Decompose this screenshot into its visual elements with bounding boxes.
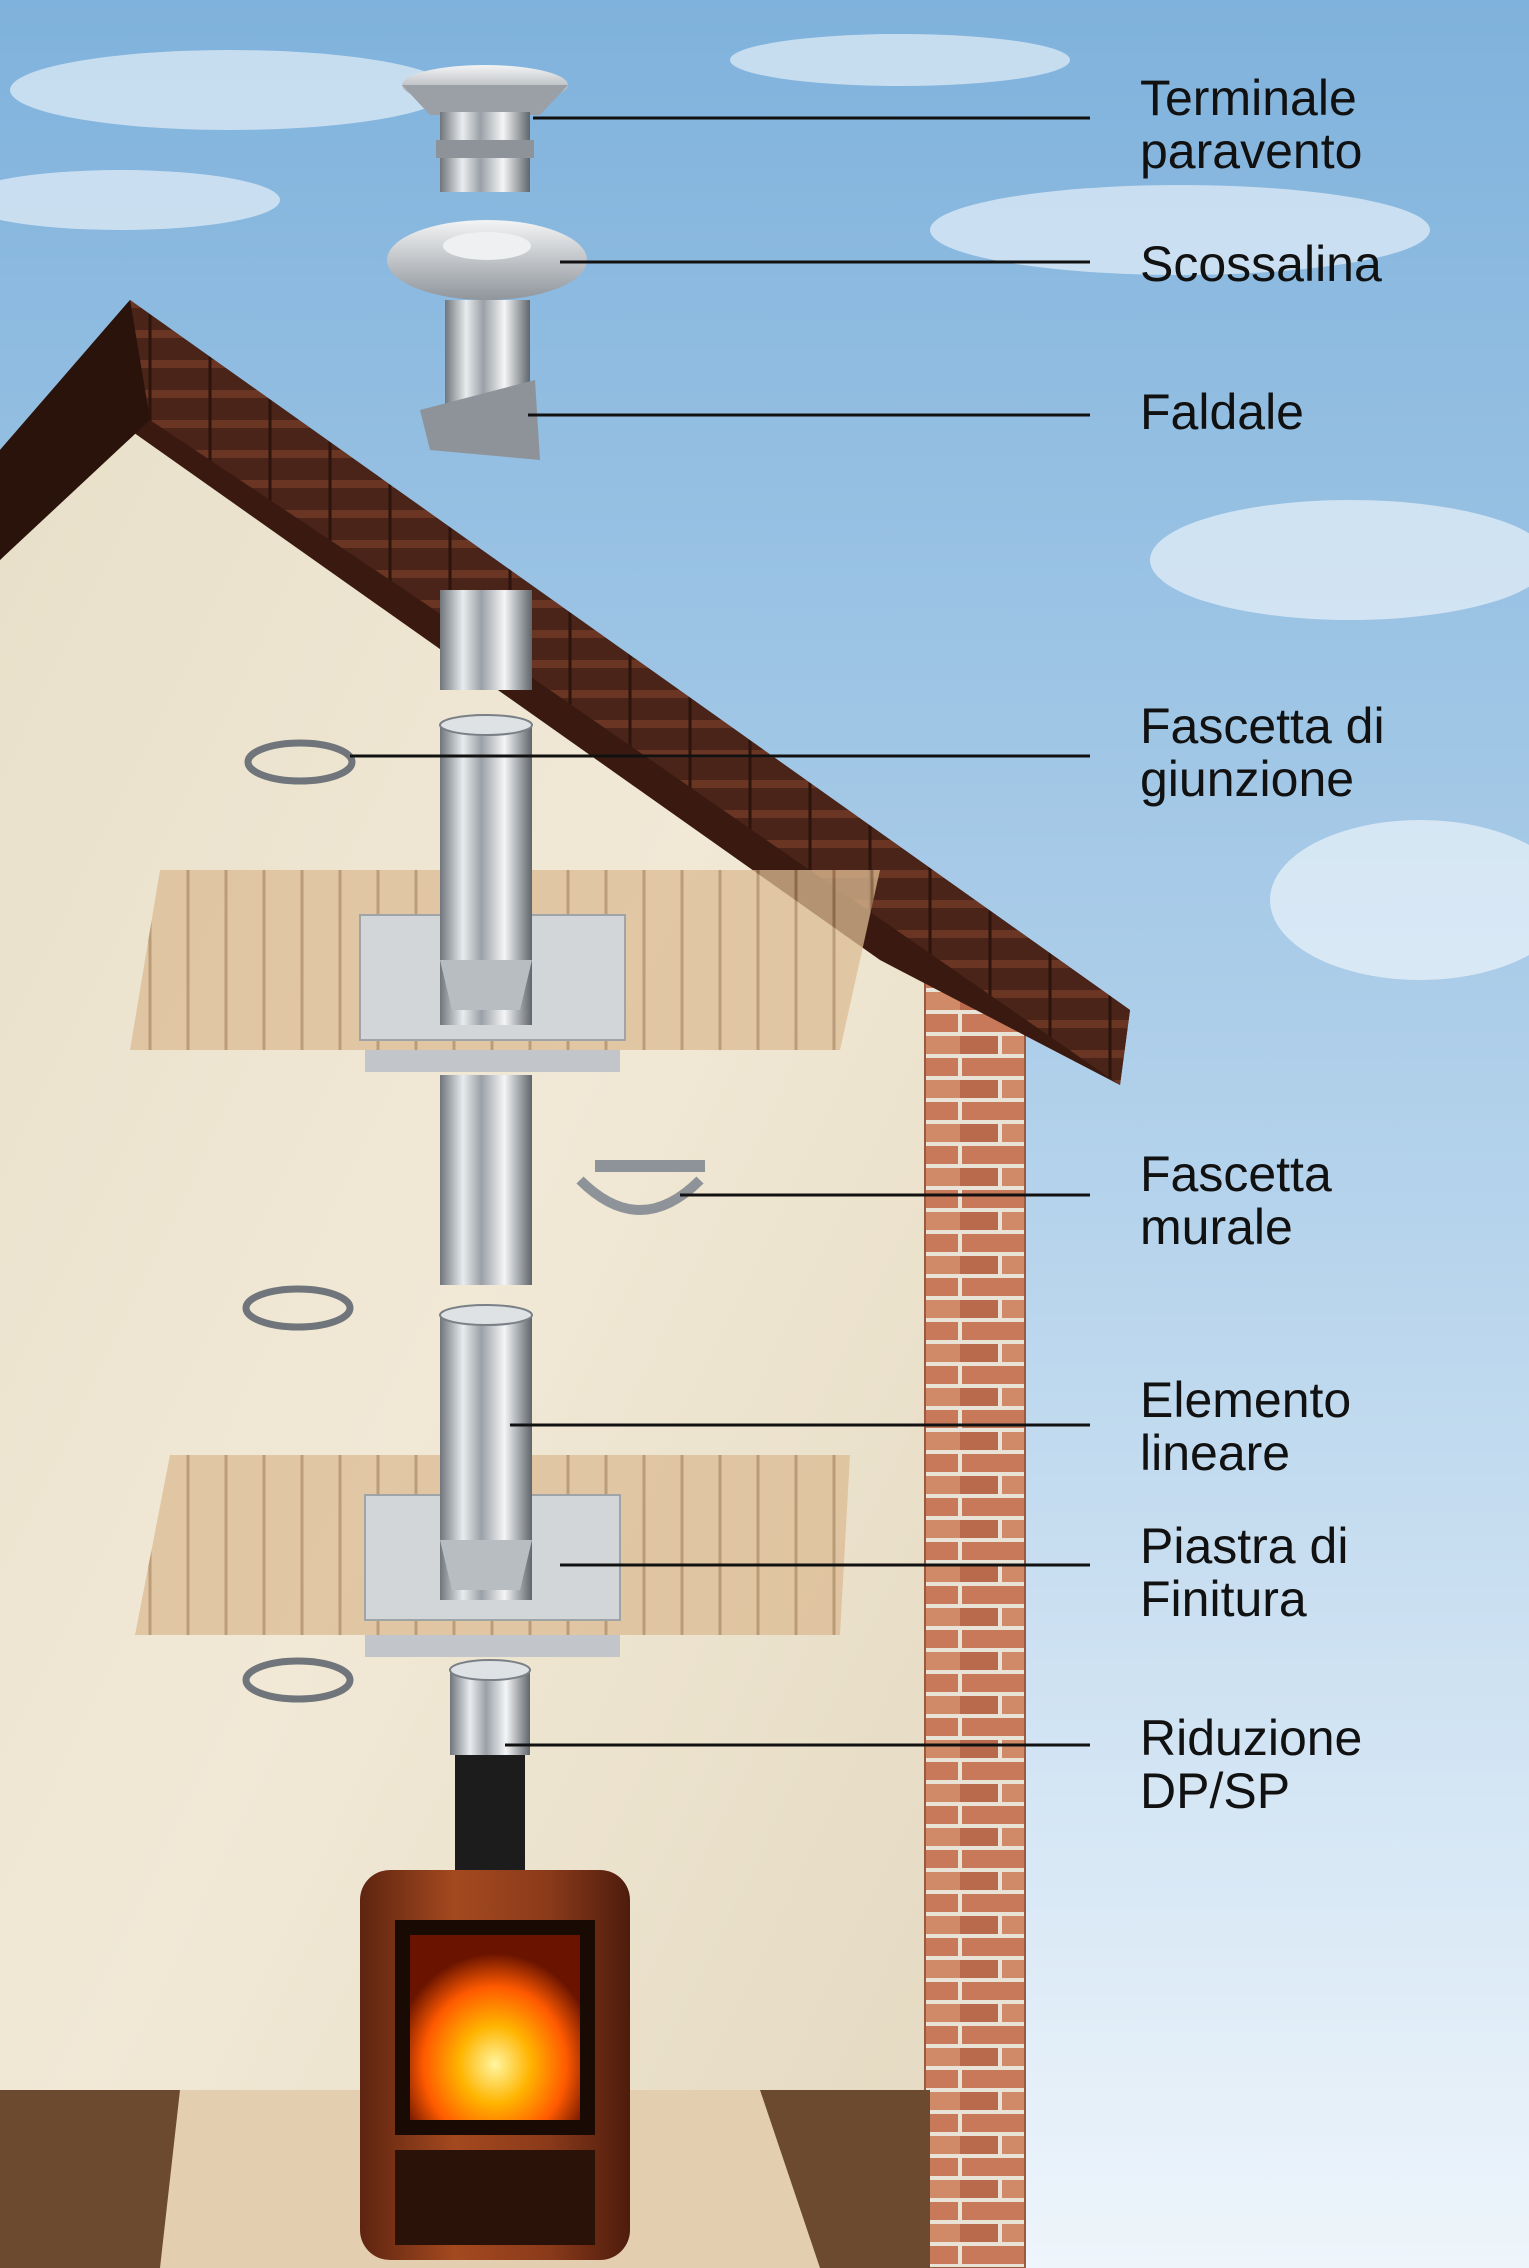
label-piastra-finitura-line: Piastra di	[1140, 1518, 1349, 1574]
label-fascetta-giunzione-line: giunzione	[1140, 751, 1355, 807]
label-elemento-lineare-line: lineare	[1140, 1425, 1291, 1481]
label-fascetta-murale-line: Fascetta	[1140, 1146, 1332, 1202]
label-fascetta-murale-line: murale	[1140, 1199, 1293, 1255]
label-fascetta-giunzione-line: Fascetta di	[1140, 698, 1385, 754]
label-riduzione-line: DP/SP	[1140, 1763, 1291, 1819]
label-scossalina-line: Scossalina	[1140, 236, 1382, 292]
label-elemento-lineare-line: Elemento	[1140, 1372, 1352, 1428]
label-piastra-finitura-line: Finitura	[1140, 1571, 1307, 1627]
label-riduzione-line: Riduzione	[1140, 1710, 1363, 1766]
label-faldale: Faldale	[1140, 386, 1304, 439]
label-scossalina: Scossalina	[1140, 238, 1382, 291]
label-terminale-line: Terminale	[1140, 70, 1357, 126]
label-terminale-line: paravento	[1140, 123, 1363, 179]
label-faldale-line: Faldale	[1140, 384, 1304, 440]
